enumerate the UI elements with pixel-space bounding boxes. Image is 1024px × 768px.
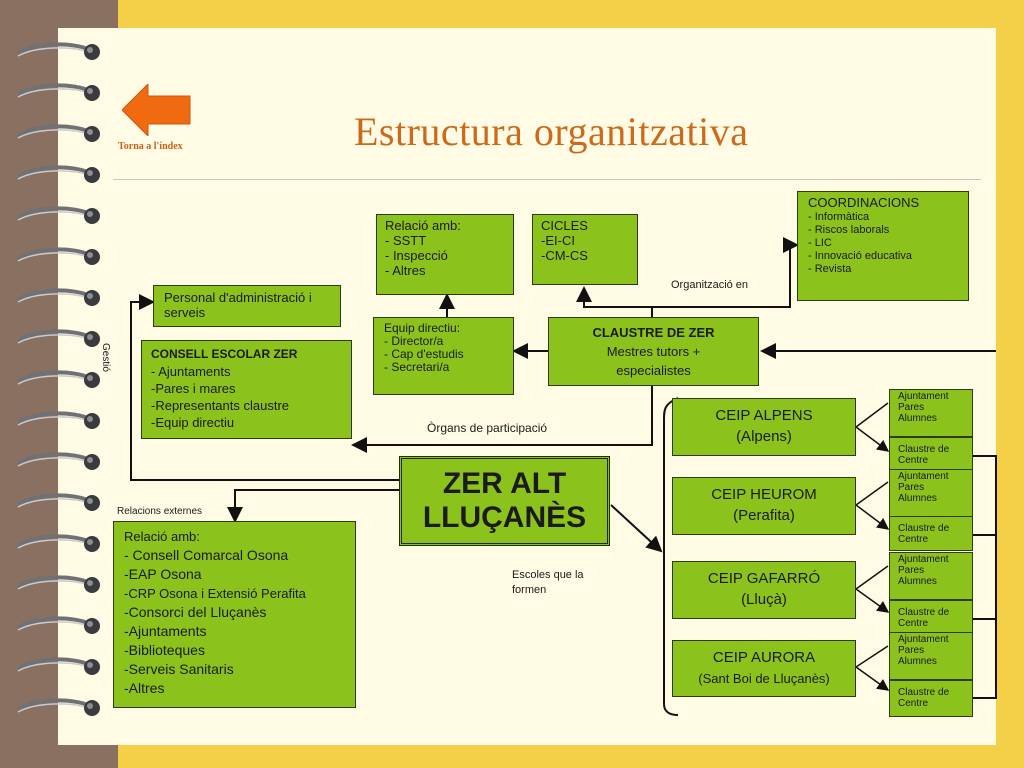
zer-main-box: ZER ALT LLUÇANÈS: [399, 456, 610, 546]
school-alpens-box: CEIP ALPENS (Alpens): [672, 398, 856, 456]
left-arrow-icon[interactable]: [122, 84, 192, 136]
label-escoles: Escoles que la formen: [512, 569, 584, 596]
spiral-ring: [16, 42, 100, 60]
spiral-ring: [16, 165, 100, 183]
spiral-ring: [16, 288, 100, 306]
relacio-top-box: Relació amb: - SSTT - Inspecció - Altres: [376, 214, 514, 295]
spiral-ring: [16, 247, 100, 265]
label-gestio: Gestió: [100, 343, 111, 372]
personal-box: Personal d'administració i serveis: [153, 285, 341, 327]
label-organitzacio: Organització en: [671, 279, 749, 291]
spiral-ring: [16, 657, 100, 675]
spiral-ring: [16, 534, 100, 552]
cicles-box: CICLES -EI-CI -CM-CS: [532, 214, 638, 285]
back-to-index-link[interactable]: Torna a l'índex: [118, 141, 183, 152]
equip-directiu-box: Equip directiu: - Director/a - Cap d'est…: [373, 317, 514, 395]
spiral-ring: [16, 83, 100, 101]
claustre-zer-box: CLAUSTRE DE ZER Mestres tutors + especia…: [548, 317, 759, 386]
consell-escolar-box: CONSELL ESCOLAR ZER - Ajuntaments -Pares…: [141, 340, 352, 439]
spiral-ring: [16, 370, 100, 388]
coordinacions-box: COORDINACIONS - Informàtica - Riscos lab…: [797, 191, 969, 301]
spiral-ring: [16, 493, 100, 511]
school-gafarro-box: CEIP GAFARRÓ (Lluçà): [672, 561, 856, 619]
school-heurom-box: CEIP HEUROM (Perafita): [672, 477, 856, 535]
spiral-ring: [16, 206, 100, 224]
relacio-externes-box: Relació amb: - Consell Comarcal Osona -E…: [113, 521, 356, 708]
spiral-ring: [16, 616, 100, 634]
title-divider: [113, 179, 981, 180]
label-relacions-externes: Relacions externes: [117, 506, 203, 517]
spiral-ring: [16, 411, 100, 429]
spiral-ring: [16, 575, 100, 593]
page-title: Estructura organitzativa: [354, 109, 749, 154]
spiral-ring: [16, 124, 100, 142]
spiral-ring: [16, 452, 100, 470]
spiral-ring: [16, 698, 100, 716]
school-aurora-box: CEIP AURORA (Sant Boi de Lluçanès): [672, 640, 856, 697]
label-organs: Òrgans de participació: [427, 421, 548, 435]
spiral-ring: [16, 329, 100, 347]
